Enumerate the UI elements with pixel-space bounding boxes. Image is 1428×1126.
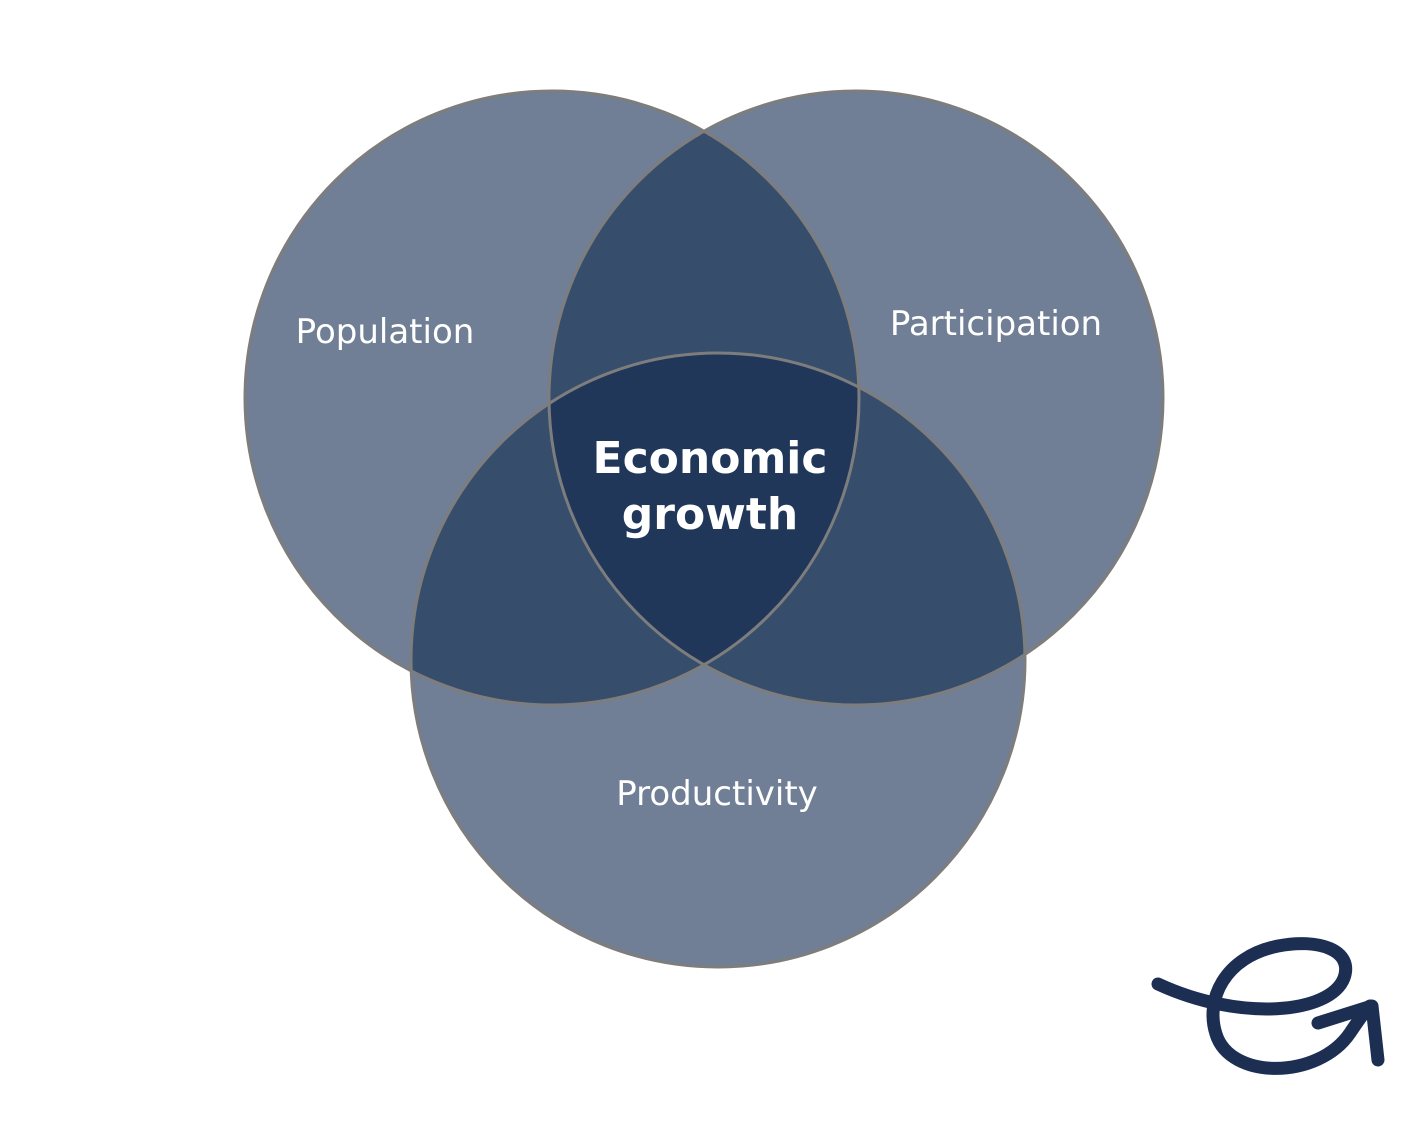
- e-arrow-logo-icon: [1151, 937, 1385, 1075]
- center-label-line-2: growth: [622, 489, 798, 540]
- productivity-label: Productivity: [616, 774, 818, 814]
- population-outline: [243, 89, 861, 707]
- center-label-line-1: Economic: [593, 433, 828, 484]
- participation-outline: [547, 89, 1165, 707]
- population-label: Population: [296, 312, 475, 352]
- participation-label: Participation: [890, 304, 1102, 344]
- productivity-outline: [409, 351, 1027, 969]
